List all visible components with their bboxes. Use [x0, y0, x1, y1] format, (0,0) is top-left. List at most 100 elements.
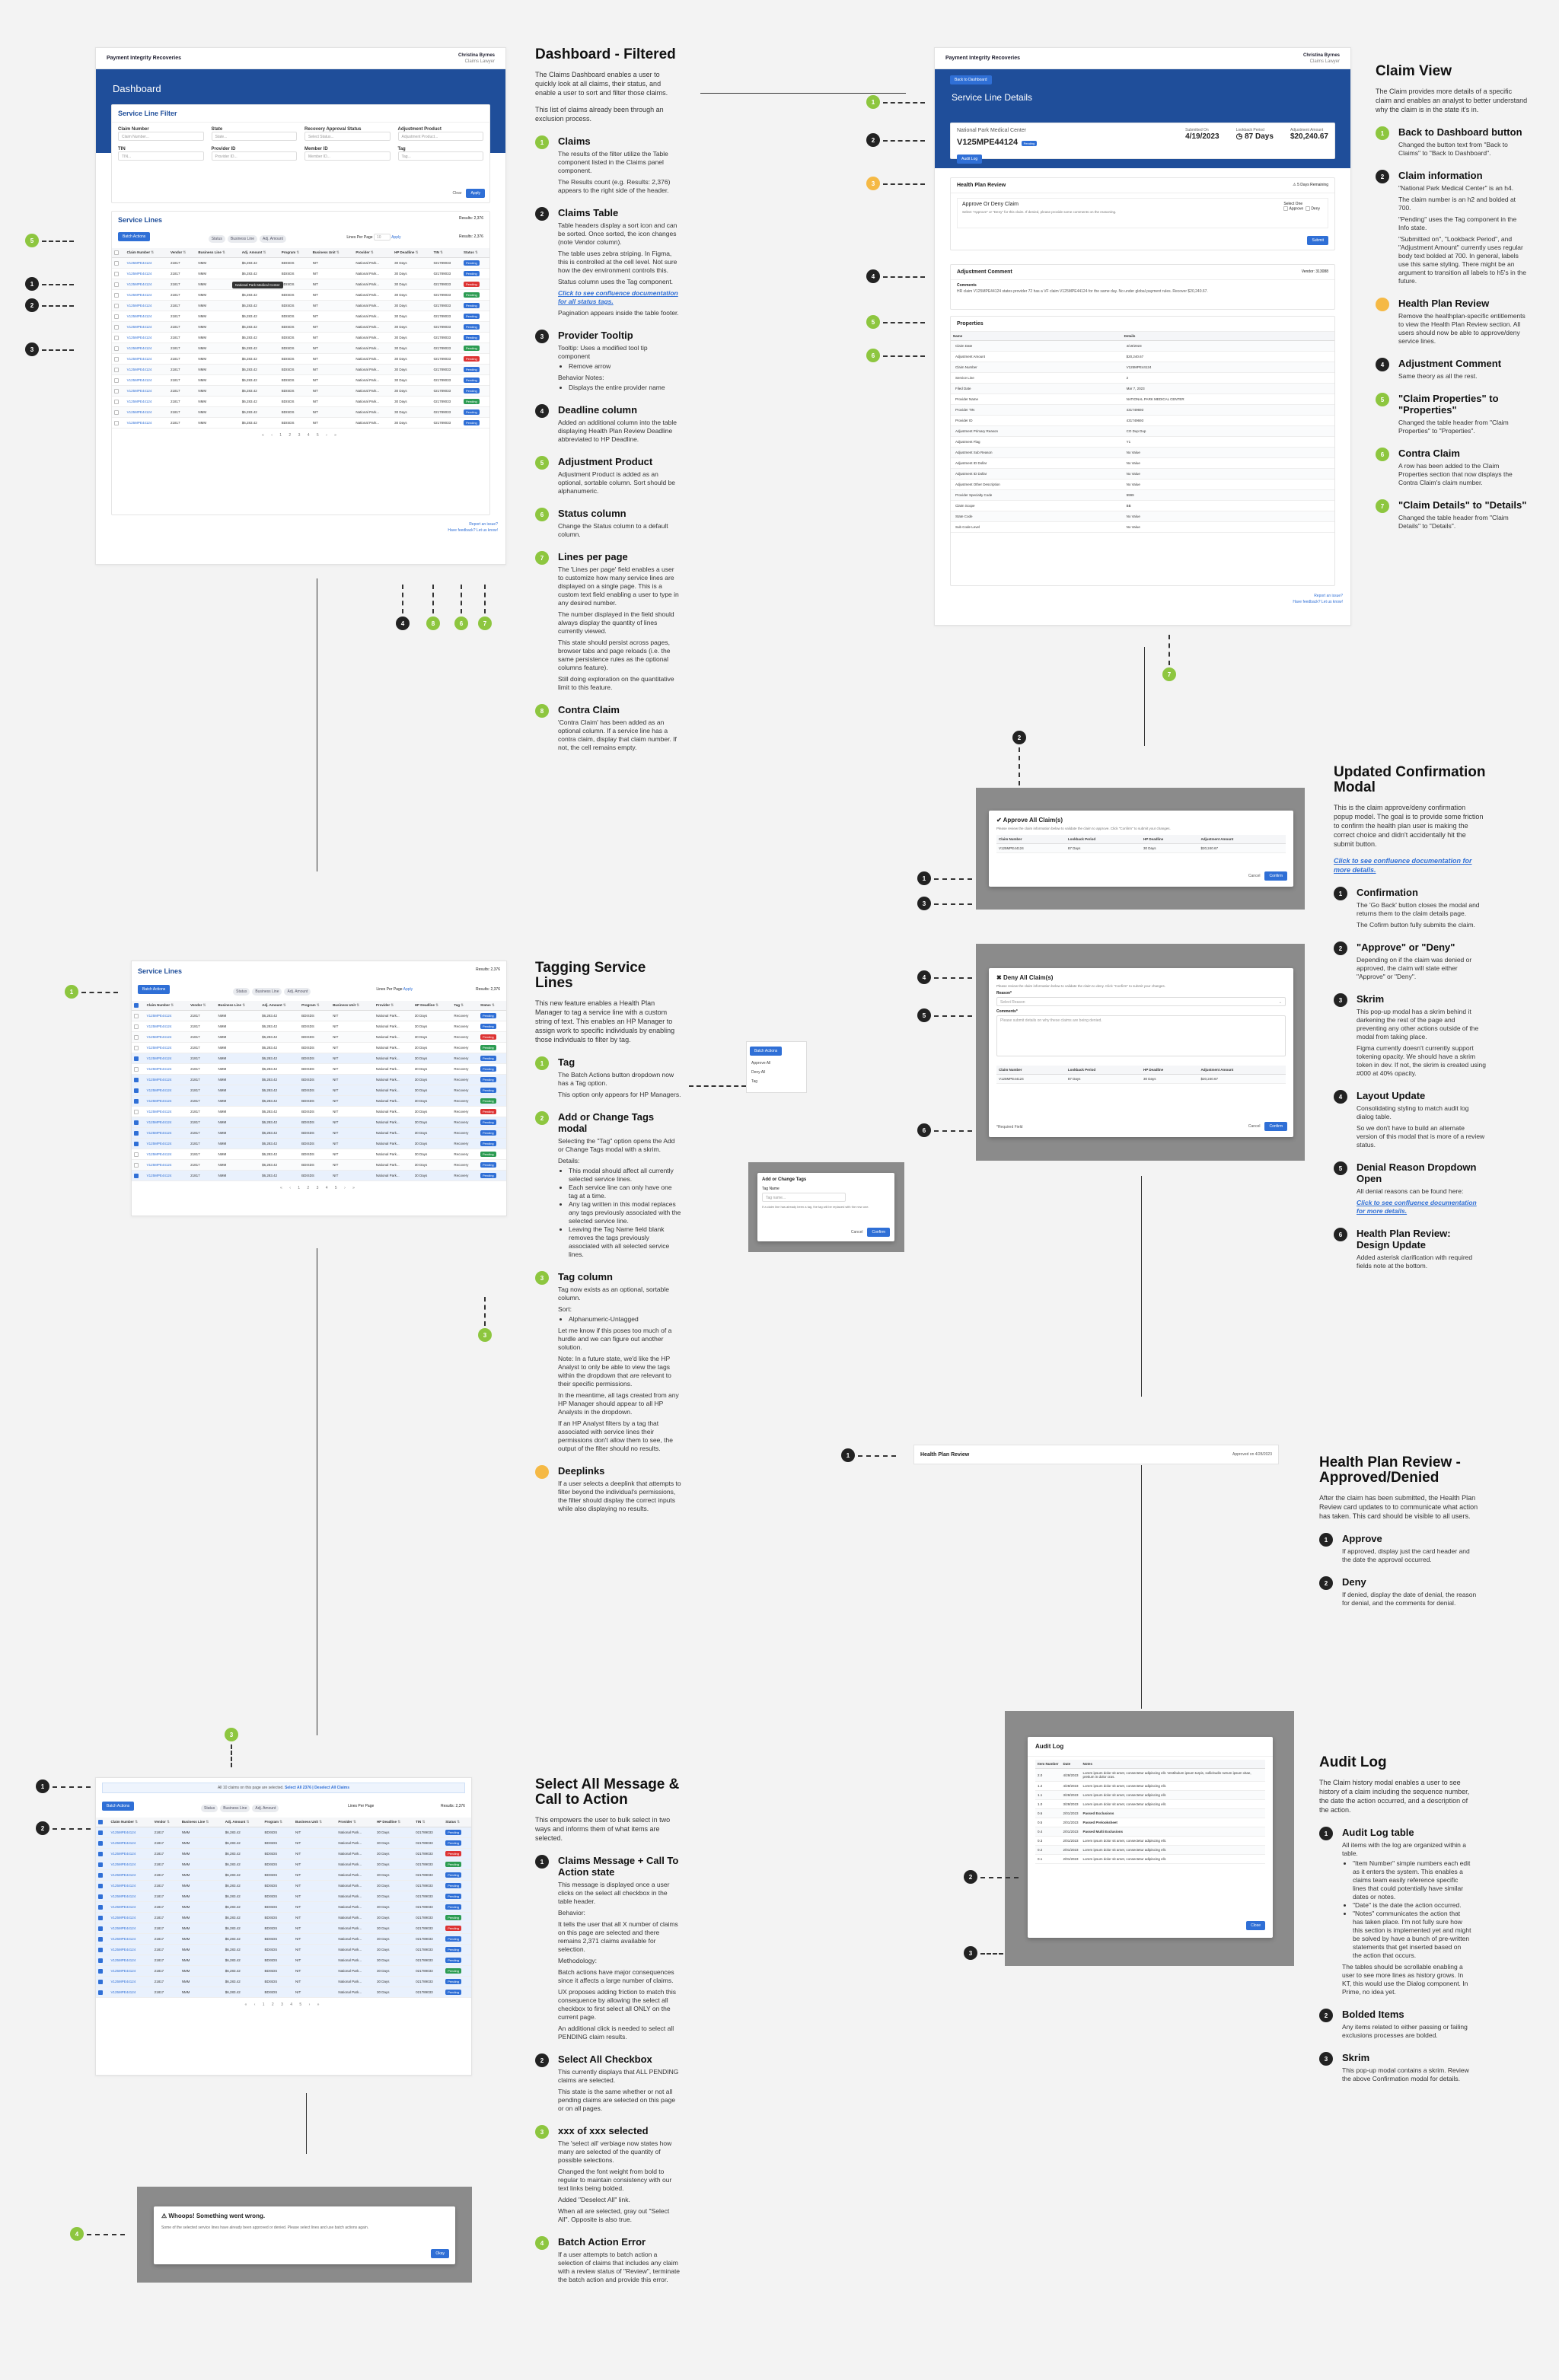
- menu-tag[interactable]: Tag: [751, 1079, 758, 1084]
- approve-radio[interactable]: [1283, 206, 1289, 211]
- checkbox[interactable]: [114, 303, 119, 308]
- checkbox[interactable]: [98, 1894, 103, 1899]
- filter-input[interactable]: Claim Number...: [118, 132, 204, 141]
- claim-link[interactable]: V125MPE44124: [110, 1969, 136, 1973]
- checkbox[interactable]: [114, 356, 119, 362]
- claim-link[interactable]: V125MPE44124: [110, 1905, 136, 1909]
- column-header[interactable]: Business Unit ⇅: [330, 1001, 374, 1011]
- checkbox[interactable]: [114, 378, 119, 383]
- table-cell[interactable]: V125MPE44124: [108, 1923, 152, 1934]
- column-header[interactable]: Status ⇅: [461, 248, 489, 258]
- table-cell[interactable]: V125MPE44124: [108, 1869, 152, 1881]
- checkbox[interactable]: [134, 1077, 139, 1082]
- pagination[interactable]: « ‹ 1 2 3 4 5 › »: [262, 433, 340, 438]
- column-header[interactable]: HP Deadline ⇅: [392, 248, 432, 258]
- sort-icon[interactable]: ⇅: [295, 250, 300, 254]
- sort-icon[interactable]: ⇅: [202, 1003, 206, 1007]
- filter-input[interactable]: Select Status...: [304, 132, 391, 141]
- sort-icon[interactable]: ⇅: [414, 250, 419, 254]
- menu-approve-all[interactable]: Approve All: [751, 1061, 771, 1066]
- table-cell[interactable]: V125MPE44124: [108, 1987, 152, 1998]
- lines-apply-link[interactable]: Apply: [391, 234, 401, 240]
- confluence-link[interactable]: Click to see confluence documentation fo…: [1357, 1199, 1477, 1215]
- chip-status[interactable]: Status: [208, 235, 225, 243]
- column-header[interactable]: Provider ⇅: [336, 1818, 375, 1827]
- confluence-link[interactable]: Click to see confluence documentation fo…: [558, 289, 678, 305]
- claim-link[interactable]: V125MPE44124: [110, 1916, 136, 1920]
- column-header[interactable]: Business Unit ⇅: [293, 1818, 336, 1827]
- row-checkbox-cell[interactable]: [112, 257, 125, 269]
- row-checkbox-cell[interactable]: [112, 279, 125, 290]
- column-header[interactable]: Adj. Amount ⇅: [260, 1001, 300, 1011]
- table-cell[interactable]: V125MPE44124: [124, 289, 168, 301]
- row-checkbox-cell[interactable]: [96, 1869, 109, 1881]
- claim-link[interactable]: V125MPE44124: [110, 1830, 136, 1834]
- claim-link[interactable]: V125MPE44124: [110, 1894, 136, 1898]
- claim-link[interactable]: V125MPE44124: [110, 1990, 136, 1994]
- table-cell[interactable]: V125MPE44124: [124, 385, 168, 397]
- table-cell[interactable]: V125MPE44124: [144, 1106, 189, 1117]
- column-header[interactable]: TIN ⇅: [431, 248, 462, 258]
- table-cell[interactable]: V125MPE44124: [108, 1859, 152, 1870]
- table-cell[interactable]: V125MPE44124: [108, 1944, 152, 1955]
- filter-input[interactable]: TIN...: [118, 151, 204, 161]
- row-checkbox-cell[interactable]: [132, 1159, 145, 1171]
- table-cell[interactable]: V125MPE44124: [144, 1053, 189, 1064]
- row-checkbox-cell[interactable]: [96, 1859, 109, 1870]
- table-cell[interactable]: V125MPE44124: [124, 364, 168, 375]
- row-checkbox-cell[interactable]: [132, 1138, 145, 1149]
- back-to-dashboard-button[interactable]: Back to Dashboard: [950, 75, 992, 84]
- checkbox[interactable]: [114, 282, 119, 287]
- table-cell[interactable]: V125MPE44124: [144, 1149, 189, 1160]
- column-header[interactable]: Tag ⇅: [451, 1001, 478, 1011]
- table-cell[interactable]: V125MPE44124: [124, 300, 168, 311]
- row-checkbox-cell[interactable]: [96, 1987, 109, 1998]
- claim-link[interactable]: V125MPE44124: [126, 389, 152, 393]
- column-header[interactable]: HP Deadline ⇅: [374, 1818, 414, 1827]
- sort-icon[interactable]: ⇅: [262, 250, 266, 254]
- checkbox[interactable]: [114, 346, 119, 351]
- checkbox[interactable]: [114, 367, 119, 372]
- sort-icon[interactable]: ⇅: [438, 250, 443, 254]
- checkbox[interactable]: [98, 1851, 103, 1856]
- column-header[interactable]: Provider ⇅: [353, 248, 393, 258]
- comments-textarea[interactable]: Please submit details on why these claim…: [996, 1015, 1286, 1056]
- sort-icon[interactable]: ⇅: [355, 1003, 360, 1007]
- table-cell[interactable]: V125MPE44124: [144, 1031, 189, 1043]
- sort-icon[interactable]: ⇅: [369, 250, 374, 254]
- row-checkbox-cell[interactable]: [96, 1827, 109, 1838]
- column-header[interactable]: Vendor ⇅: [151, 1818, 180, 1827]
- claim-link[interactable]: V125MPE44124: [126, 304, 152, 307]
- claim-link[interactable]: V125MPE44124: [126, 314, 152, 318]
- lines-per-page-input[interactable]: 10: [373, 233, 391, 241]
- sort-icon[interactable]: ⇅: [421, 1820, 426, 1824]
- sort-icon[interactable]: ⇅: [245, 1820, 250, 1824]
- sort-icon[interactable]: ⇅: [150, 250, 155, 254]
- chip-status[interactable]: Status: [233, 988, 250, 996]
- claim-link[interactable]: V125MPE44124: [146, 1163, 172, 1167]
- checkbox[interactable]: [98, 1915, 103, 1920]
- table-cell[interactable]: V125MPE44124: [124, 321, 168, 333]
- checkbox[interactable]: [134, 1056, 139, 1061]
- sort-icon[interactable]: ⇅: [315, 1003, 320, 1007]
- column-header[interactable]: Business Line ⇅: [179, 1818, 223, 1827]
- row-checkbox-cell[interactable]: [132, 1031, 145, 1043]
- column-header[interactable]: Business Line ⇅: [215, 1001, 260, 1011]
- claim-link[interactable]: V125MPE44124: [126, 378, 152, 382]
- filter-input[interactable]: Member ID...: [304, 151, 391, 161]
